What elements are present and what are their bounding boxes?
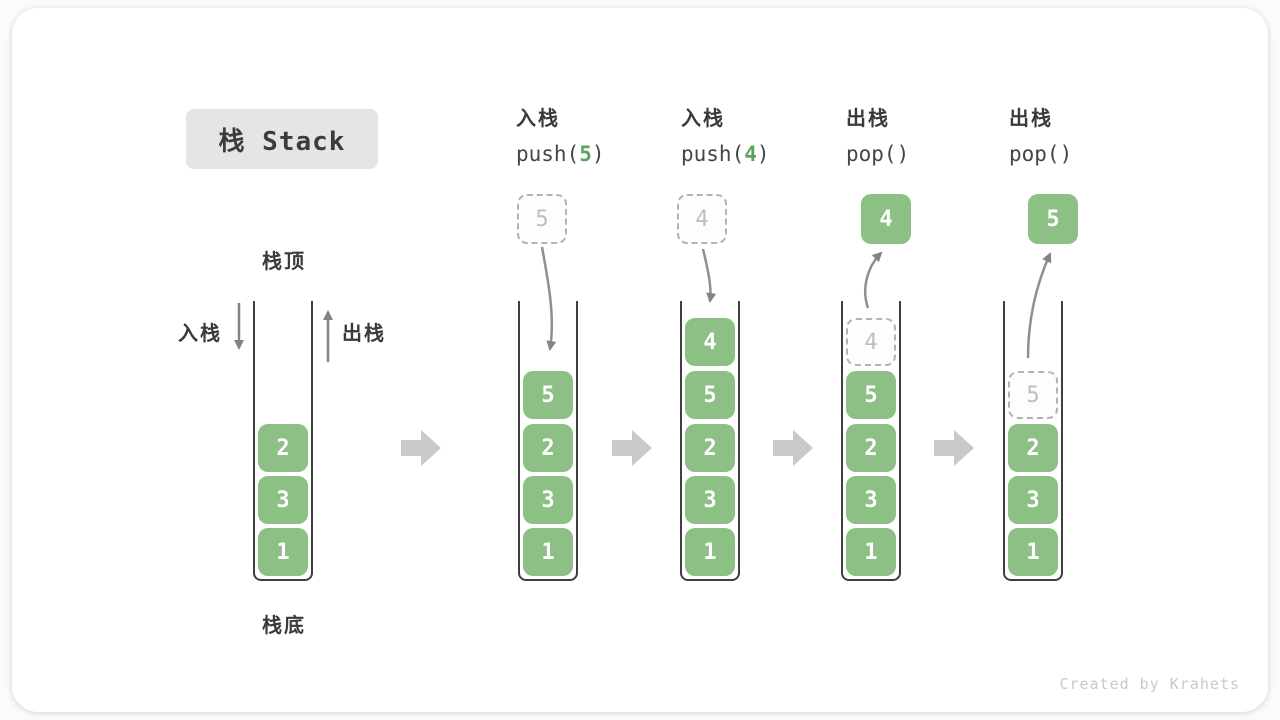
stack-cell: 2 xyxy=(258,424,308,472)
stack-state-after-push-5: 5 2 3 1 xyxy=(518,301,578,581)
operation-name: 入栈 xyxy=(681,108,725,130)
stack-state-pop-5: 5 2 3 1 xyxy=(1003,301,1063,581)
stack-state-initial: 2 3 1 xyxy=(253,301,313,581)
stack-cell: 1 xyxy=(258,528,308,576)
stack-cell: 2 xyxy=(685,424,735,472)
popped-value-box: 4 xyxy=(861,194,911,244)
code-prefix: pop( xyxy=(846,142,897,166)
code-prefix: push( xyxy=(681,142,745,166)
stack-cell-removed: 5 xyxy=(1008,371,1058,419)
code-suffix: ) xyxy=(1059,142,1073,166)
operation-code: push(4) xyxy=(681,141,851,167)
operation-name: 出栈 xyxy=(846,108,890,130)
code-suffix: ) xyxy=(896,142,910,166)
stack-cell: 1 xyxy=(1008,528,1058,576)
stack-state-pop-4: 4 5 2 3 1 xyxy=(841,301,901,581)
pushing-value-box: 4 xyxy=(677,194,727,244)
stack-cell: 2 xyxy=(523,424,573,472)
stack-state-after-push-4: 4 5 2 3 1 xyxy=(680,301,740,581)
operation-name: 出栈 xyxy=(1009,108,1053,130)
code-suffix: ) xyxy=(756,142,770,166)
stack-bottom-label: 栈底 xyxy=(262,615,306,637)
stack-top-label: 栈顶 xyxy=(262,251,306,273)
stack-cell: 5 xyxy=(846,371,896,419)
title-badge: 栈 Stack xyxy=(186,109,378,169)
stack-cell: 5 xyxy=(523,371,573,419)
stack-cell: 2 xyxy=(846,424,896,472)
operation-code: pop() xyxy=(846,141,1016,167)
stack-cell: 3 xyxy=(258,476,308,524)
code-suffix: ) xyxy=(591,142,605,166)
operation-label-pop-2: 出栈 pop() xyxy=(1009,106,1179,167)
stack-cell: 5 xyxy=(685,371,735,419)
code-prefix: pop( xyxy=(1009,142,1060,166)
watermark-credit: Created by Krahets xyxy=(1059,675,1240,693)
stack-cell: 3 xyxy=(523,476,573,524)
stack-cell: 3 xyxy=(685,476,735,524)
stack-cell: 1 xyxy=(846,528,896,576)
stack-cell: 3 xyxy=(1008,476,1058,524)
operation-label-push-4: 入栈 push(4) xyxy=(681,106,851,167)
operation-code: push(5) xyxy=(516,141,686,167)
popped-value-box: 5 xyxy=(1028,194,1078,244)
stack-cell: 1 xyxy=(523,528,573,576)
page-title: 栈 Stack xyxy=(218,126,346,157)
stack-cell-removed: 4 xyxy=(846,318,896,366)
code-argument: 4 xyxy=(744,142,757,166)
stack-cell: 3 xyxy=(846,476,896,524)
operation-name: 入栈 xyxy=(516,108,560,130)
pushing-value-box: 5 xyxy=(517,194,567,244)
stack-cell: 1 xyxy=(685,528,735,576)
stack-cell: 2 xyxy=(1008,424,1058,472)
code-prefix: push( xyxy=(516,142,580,166)
push-direction-label: 入栈 xyxy=(178,323,222,345)
stack-cell: 4 xyxy=(685,318,735,366)
operation-code: pop() xyxy=(1009,141,1179,167)
pop-direction-label: 出栈 xyxy=(342,323,386,345)
code-argument: 5 xyxy=(579,142,592,166)
operation-label-pop-1: 出栈 pop() xyxy=(846,106,1016,167)
operation-label-push-5: 入栈 push(5) xyxy=(516,106,686,167)
